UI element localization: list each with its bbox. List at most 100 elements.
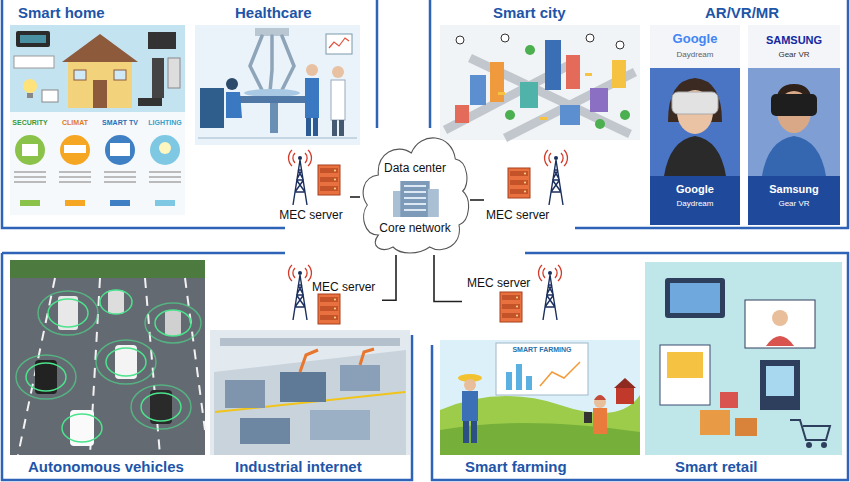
healthcare-illustration [326, 34, 352, 54]
healthcare-illustration [339, 120, 344, 136]
autonomous-vehicles-illustration [16, 290, 201, 442]
building-windows [404, 185, 426, 187]
smart-home-illustration [105, 135, 135, 165]
autonomous-vehicles-illustration [141, 393, 181, 421]
image-text: SAMSUNG [766, 34, 822, 46]
smart-farming-illustration [614, 378, 636, 388]
mec-icons [545, 150, 568, 205]
smart-home-illustration [110, 200, 130, 206]
image-text: Samsung [769, 183, 819, 195]
smart-city-illustration [616, 41, 624, 49]
vr-headset-illustration [672, 92, 718, 114]
vr-headset-illustration [748, 25, 840, 68]
healthcare-illustration [313, 118, 318, 136]
smart-home-illustration [68, 62, 132, 108]
panel-title: Industrial internet [235, 458, 362, 476]
smart-farming-illustration [464, 379, 476, 391]
smart-farming-illustration [463, 421, 469, 443]
cloud-outline [363, 138, 468, 253]
smart-home-illustration [16, 31, 50, 47]
network-link [434, 255, 462, 301]
smart-home-illustration [60, 135, 90, 165]
cloud-label: Core network [379, 221, 450, 235]
smart-retail-illustration [665, 278, 725, 318]
application-panel: Autonomous vehicles [6, 258, 206, 478]
smart-home-illustration [152, 58, 164, 98]
smart-city-illustration [445, 58, 635, 138]
smart-retail-illustration [645, 262, 842, 455]
healthcare-illustration [306, 64, 318, 76]
vr-headset-illustration [771, 94, 817, 116]
smart-retail-illustration [700, 410, 730, 435]
smart-farming-illustration [616, 388, 634, 404]
vr-headset-illustration [748, 176, 840, 225]
panel-title: Healthcare [235, 4, 312, 22]
smart-home-illustration [74, 70, 86, 80]
smart-home-illustration [65, 200, 85, 206]
smart-retail-illustration [760, 360, 800, 410]
building-windows [404, 191, 426, 193]
autonomous-vehicles-illustration [150, 390, 172, 424]
smart-home-illustration [10, 25, 185, 215]
smart-retail-illustration [667, 352, 703, 378]
smart-retail-illustration [766, 366, 794, 396]
smart-home-illustration [62, 34, 138, 62]
smart-farming-illustration [506, 372, 512, 390]
image-text: LIGHTING [148, 119, 181, 127]
image-text: Google [673, 32, 718, 46]
mec-icons [539, 265, 562, 320]
application-panel: Smart city [436, 2, 644, 144]
industrial-internet-illustration [220, 338, 400, 346]
smart-retail-illustration [735, 418, 757, 436]
mec-icons [289, 150, 312, 205]
smart-home-illustration [150, 135, 180, 165]
autonomous-vehicles-illustration [145, 303, 201, 343]
smart-city-illustration [612, 60, 626, 88]
smart-city-illustration [490, 62, 504, 102]
smart-city-illustration [440, 25, 640, 140]
healthcare-illustration [198, 137, 357, 139]
autonomous-vehicles-illustration [58, 296, 78, 330]
smart-farming-illustration [526, 376, 532, 390]
vr-headset-illustration [762, 136, 826, 176]
smart-home-illustration [159, 142, 171, 154]
smart-home-illustration [23, 79, 37, 93]
smart-home-illustration [20, 35, 46, 43]
application-panel: Industrial internet [208, 330, 412, 478]
smart-city-illustration [456, 36, 464, 44]
network-link [382, 255, 396, 300]
smart-home-illustration [10, 112, 185, 215]
smart-home-illustration [64, 145, 86, 153]
smart-home-illustration [155, 200, 175, 206]
panel-title: Smart city [493, 4, 566, 22]
cloud-outline [360, 125, 470, 255]
autonomous-vehicles-illustration [155, 310, 191, 336]
vr-headset-illustration [650, 25, 840, 225]
image-text: CLIMAT [62, 119, 88, 127]
healthcare-illustration [329, 38, 349, 48]
mec-server-node: MEC server [462, 262, 560, 330]
network-link [350, 196, 360, 198]
smart-home-illustration [27, 93, 33, 98]
smart-farming-illustration [594, 396, 606, 408]
cloud-label: Data center [384, 161, 446, 175]
smart-city-illustration [501, 34, 509, 42]
autonomous-vehicles-illustration [38, 291, 98, 335]
smart-city-illustration [505, 110, 515, 120]
autonomous-vehicles-illustration [106, 348, 146, 376]
smart-city-illustration [498, 92, 505, 95]
mec-server-node: MEC server [272, 148, 350, 222]
industrial-internet-illustration [310, 410, 370, 440]
application-panel: Healthcare [192, 2, 364, 147]
server-label: MEC server [486, 208, 549, 222]
autonomous-vehicles-illustration [35, 360, 57, 394]
industrial-internet-illustration [300, 349, 374, 372]
vr-headset-illustration [650, 25, 740, 225]
autonomous-vehicles-illustration [96, 340, 156, 384]
server-label: MEC server [312, 280, 375, 294]
smart-farming-illustration [462, 391, 478, 421]
healthcare-illustration [332, 66, 344, 78]
healthcare-illustration [195, 25, 360, 145]
